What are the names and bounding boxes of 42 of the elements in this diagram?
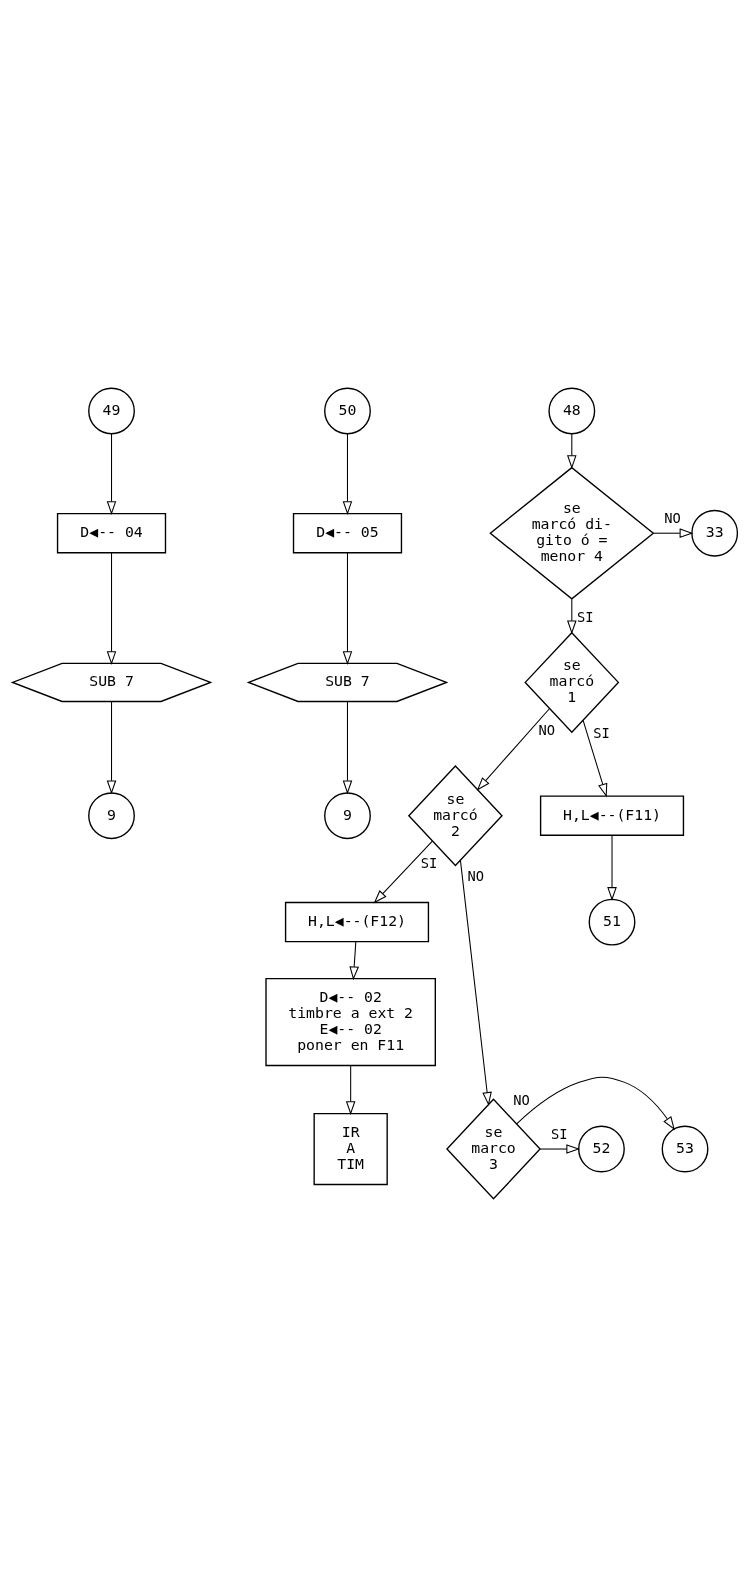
node-box: D◀-- 02 timbre a ext 2 E◀-- 02 poner en F11 bbox=[265, 977, 436, 1066]
arrow bbox=[653, 527, 694, 538]
edge-label: SI bbox=[551, 1125, 568, 1142]
arrow bbox=[106, 700, 117, 794]
node-circle: 48 bbox=[548, 387, 596, 434]
edge-label: SI bbox=[593, 724, 610, 741]
node-circle: 9 bbox=[88, 791, 135, 839]
edge-label: SI bbox=[576, 608, 594, 625]
edge-label: NO bbox=[513, 1091, 530, 1108]
arrow bbox=[106, 432, 117, 515]
arrow bbox=[516, 1076, 675, 1130]
edge-label: NO bbox=[467, 867, 485, 884]
node-diamond: se marcó di- gito ó = menor 4 bbox=[489, 466, 655, 600]
node-box: D◀-- 05 bbox=[292, 512, 403, 553]
node-box: D◀-- 04 bbox=[56, 512, 167, 553]
arrow bbox=[567, 432, 577, 469]
arrow bbox=[106, 551, 117, 665]
edge-label: NO bbox=[538, 721, 555, 738]
arrow bbox=[342, 551, 353, 665]
arrow bbox=[476, 707, 550, 791]
node-box: IR A TIM bbox=[313, 1112, 388, 1185]
arrow bbox=[567, 598, 577, 634]
node-circle: 9 bbox=[324, 791, 371, 839]
node-circle: 53 bbox=[661, 1125, 709, 1172]
edge-label: SI bbox=[420, 854, 438, 871]
node-circle: 50 bbox=[324, 387, 371, 434]
arrow bbox=[342, 700, 353, 794]
arrow bbox=[373, 840, 433, 903]
node-circle: 51 bbox=[588, 898, 636, 945]
node-circle: 49 bbox=[88, 387, 135, 434]
arrow bbox=[607, 834, 617, 901]
arrow bbox=[345, 1064, 356, 1115]
arrow bbox=[539, 1143, 581, 1154]
arrow bbox=[342, 432, 353, 515]
arrow bbox=[582, 719, 608, 797]
node-box: H,L◀--(F11) bbox=[539, 794, 685, 836]
node-box: H,L◀--(F12) bbox=[284, 901, 430, 942]
edge-label: NO bbox=[664, 509, 681, 526]
arrow bbox=[459, 859, 492, 1106]
node-circle: 33 bbox=[691, 509, 739, 557]
node-circle: 52 bbox=[578, 1125, 625, 1172]
arrow bbox=[349, 940, 359, 980]
